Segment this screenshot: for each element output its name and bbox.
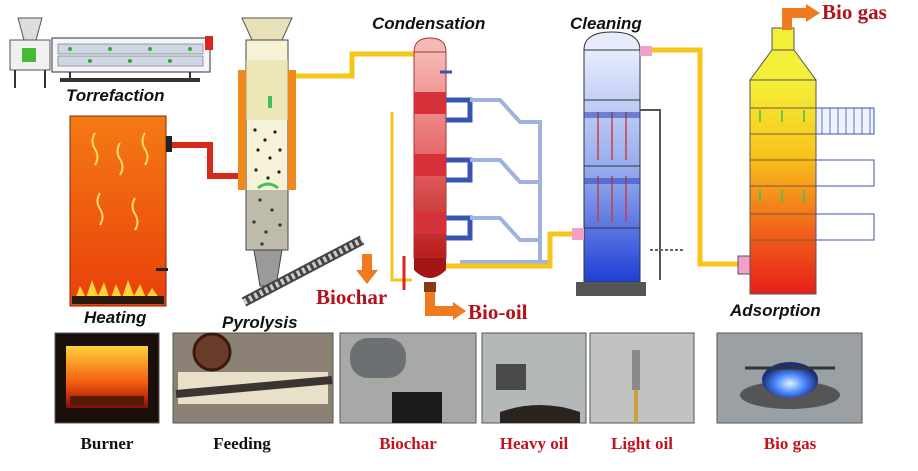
heat-pipe <box>172 142 245 179</box>
vapor-pipe <box>296 51 418 79</box>
label-cleaning: Cleaning <box>570 14 642 33</box>
pyrolysis-reactor <box>238 17 365 307</box>
label-heating: Heating <box>84 308 147 327</box>
heating-furnace <box>69 115 172 307</box>
photo-bio-gas <box>716 332 863 424</box>
gas-pipe-2 <box>652 47 738 267</box>
photo-heavy-oil <box>481 332 587 424</box>
caption-light-oil: Light oil <box>611 434 673 453</box>
condenser-loops <box>390 97 550 290</box>
label-pyrolysis: Pyrolysis <box>222 313 298 332</box>
label-condensation: Condensation <box>372 14 486 33</box>
photo-light-oil <box>589 332 695 424</box>
biochar-arrow <box>356 254 378 284</box>
label-adsorption: Adsorption <box>730 301 821 320</box>
label-biochar: Biochar <box>316 285 388 309</box>
condensation-column <box>413 37 452 292</box>
adsorption-tower <box>737 27 875 295</box>
photo-feeding <box>172 332 334 424</box>
torrefaction-unit <box>9 17 213 88</box>
label-bio-gas: Bio gas <box>822 0 887 24</box>
label-bio-oil: Bio-oil <box>468 300 528 324</box>
bio-gas-arrow <box>782 4 820 30</box>
caption-biochar: Biochar <box>379 434 437 453</box>
caption-bio-gas: Bio gas <box>763 434 817 453</box>
bio-oil-arrow <box>425 292 466 320</box>
caption-heavy-oil: Heavy oil <box>499 434 569 453</box>
caption-feeding: Feeding <box>213 434 271 453</box>
gas-pipe-1 <box>446 231 572 269</box>
photo-burner <box>54 332 160 424</box>
caption-burner: Burner <box>80 434 134 453</box>
cleaning-tower <box>572 31 685 296</box>
photo-biochar <box>339 332 477 424</box>
label-torrefaction: Torrefaction <box>66 86 165 105</box>
